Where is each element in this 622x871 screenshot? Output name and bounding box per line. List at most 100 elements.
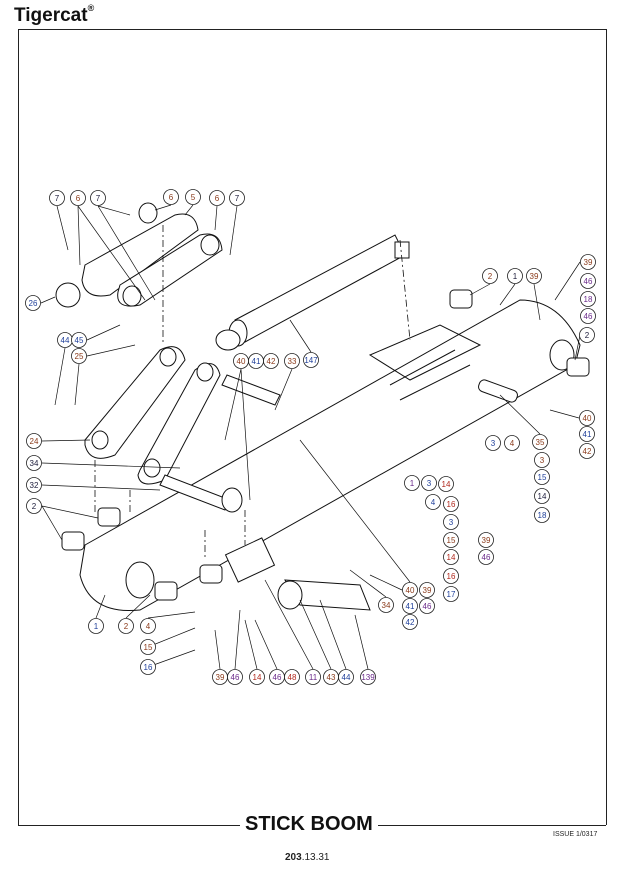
callout-32: 32 [26,477,42,493]
callout-2: 2 [579,327,595,343]
callout-number: 7 [55,194,60,203]
callout-number: 4 [510,439,515,448]
callout-number: 44 [61,336,70,345]
callout-number: 14 [253,673,262,682]
callout-16: 16 [443,496,459,512]
callout-circle [443,514,459,530]
callout-circle [185,189,201,205]
callout-circle [478,532,494,548]
callout-circle [580,291,596,307]
callout-number: 1 [410,479,415,488]
callout-number: 7 [235,194,240,203]
callout-number: 2 [585,331,590,340]
centerlines [94,225,411,560]
section-title: STICK BOOM [240,813,378,836]
callout-number: 3 [540,456,545,465]
callout-number: 3 [427,479,432,488]
callout-circle [443,532,459,548]
callout-circle [90,190,106,206]
callout-39: 39 [419,582,435,598]
callout-number: 3 [491,439,496,448]
callout-number: 2 [32,502,37,511]
callout-number: 41 [583,430,592,439]
callout-4: 4 [140,618,156,634]
callout-number: 46 [423,602,432,611]
callout-circle [249,669,265,685]
brand-logo: Tigercat® [14,3,94,27]
callout-circle [534,469,550,485]
callout-15: 15 [140,639,156,655]
callout-number: 24 [30,437,39,446]
callout-16: 16 [140,659,156,675]
callout-139: 139 [360,669,376,685]
callout-circle [507,268,523,284]
callout-circle [209,190,225,206]
page-number-suffix: .13.31 [301,852,330,863]
callout-number: 4 [431,498,436,507]
callout-number: 46 [231,673,240,682]
callout-41: 41 [579,426,595,442]
callout-number: 5 [191,193,196,202]
callout-circle [70,190,86,206]
callout-circle [402,582,418,598]
callout-circle [532,434,548,450]
callout-15: 15 [534,469,550,485]
callout-number: 35 [536,438,545,447]
callout-circle [263,353,279,369]
callout-26: 26 [25,295,41,311]
callout-circle [402,614,418,630]
lower-links [84,346,281,513]
callout-circle [526,268,542,284]
callout-46: 46 [580,273,596,289]
callout-circle [443,496,459,512]
callout-39: 39 [478,532,494,548]
callout-17: 17 [443,586,459,602]
callout-number: 15 [447,536,456,545]
callout-circle [482,268,498,284]
callout-46: 46 [580,308,596,324]
callout-number: 46 [584,277,593,286]
callout-46: 46 [419,598,435,614]
callout-circle [26,433,42,449]
callout-circle [140,659,156,675]
callout-circle [229,190,245,206]
callout-34: 34 [378,597,394,613]
callout-3: 3 [485,435,501,451]
callout-circle [118,618,134,634]
callout-number: 40 [237,357,246,366]
callout-circle [421,475,437,491]
callout-circle [485,435,501,451]
callout-14: 14 [438,476,454,492]
callout-number: 6 [76,194,81,203]
callout-number: 6 [169,193,174,202]
callout-circle [438,476,454,492]
callout-40: 40 [579,410,595,426]
callout-number: 39 [584,258,593,267]
callout-7: 7 [49,190,65,206]
callout-circle [579,327,595,343]
callout-number: 4 [146,622,151,631]
callout-6: 6 [70,190,86,206]
callout-circle [88,618,104,634]
callout-33: 33 [284,353,300,369]
callout-7: 7 [90,190,106,206]
callout-number: 16 [447,500,456,509]
callout-number: 14 [447,553,456,562]
callout-46: 46 [478,549,494,565]
page-number-prefix: 203 [285,852,302,863]
callout-circle [504,435,520,451]
callout-circle [579,410,595,426]
callout-circle [338,669,354,685]
callout-number: 42 [267,357,276,366]
callout-circle [378,597,394,613]
callout-number: 46 [482,553,491,562]
bushings [61,289,590,601]
callout-circle [478,549,494,565]
callout-34: 34 [26,455,42,471]
callout-14: 14 [534,488,550,504]
callout-circle [71,348,87,364]
callout-number: 15 [144,643,153,652]
callout-15: 15 [443,532,459,548]
callout-circle [360,669,376,685]
